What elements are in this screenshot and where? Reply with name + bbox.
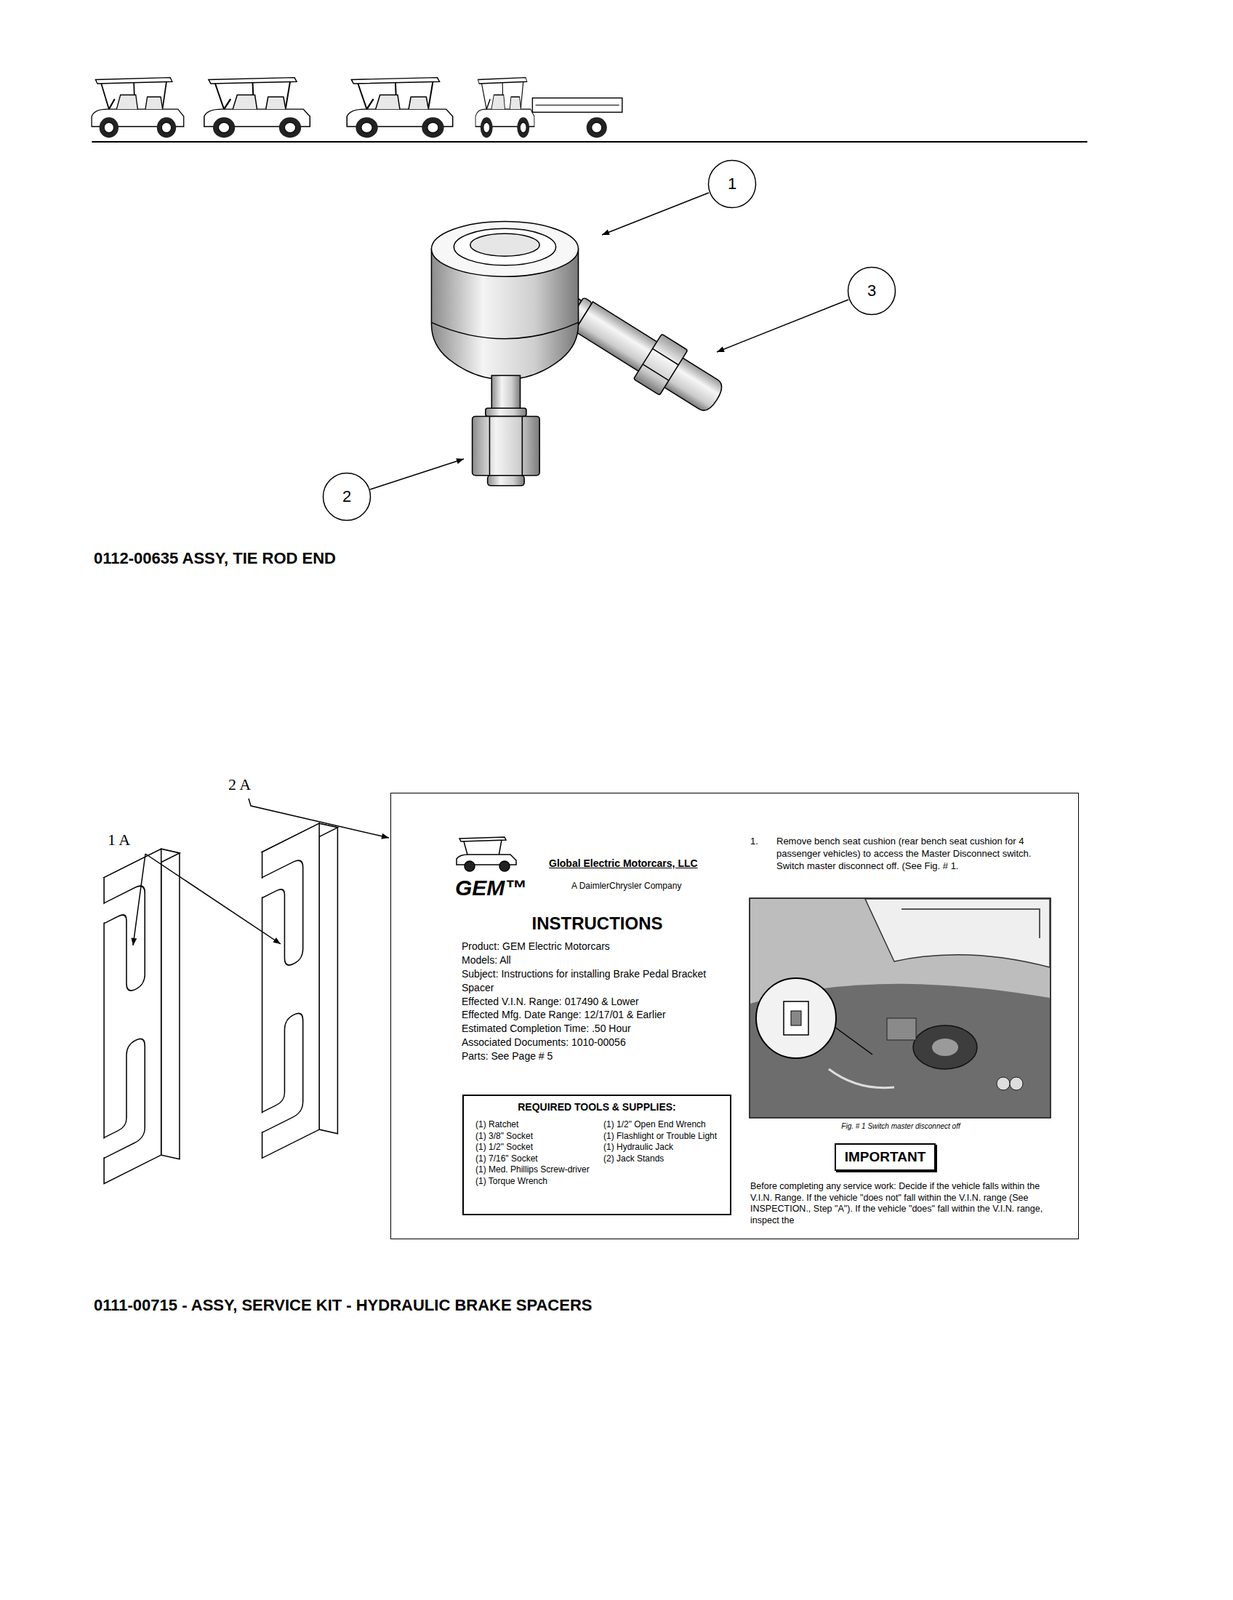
tool-item: (1) 1/2" Open End Wrench xyxy=(603,1118,725,1131)
tool-item: (1) 3/8" Socket xyxy=(475,1130,600,1143)
text-group: Fig. # 1 Switch master disconnect off xyxy=(750,1121,1052,1131)
tool-item: (1) Torque Wrench xyxy=(475,1175,600,1188)
part-caption: 0112-00635 ASSY, TIE ROD END xyxy=(93,548,336,568)
callout-circle: 3 xyxy=(846,266,897,316)
info-line: Associated Documents: 1010-00056 xyxy=(461,1035,738,1050)
step-text: Remove bench seat cushion (rear bench se… xyxy=(776,835,1052,873)
callout-circle: 2 xyxy=(322,471,372,522)
callout-number: 3 xyxy=(867,281,877,301)
text-group: Remove bench seat cushion (rear bench se… xyxy=(776,835,1052,873)
scaled-art xyxy=(91,77,1087,1185)
text-group: 3 xyxy=(846,266,897,316)
text-group: Product: GEM Electric MotorcarsModels: A… xyxy=(461,939,738,1063)
text-group: 1 xyxy=(707,159,757,209)
tool-item: (2) Jack Stands xyxy=(603,1153,725,1165)
photo xyxy=(749,897,1051,1118)
text-group: Global Electric Motorcars, LLC xyxy=(548,857,746,870)
logo-text: GEM™ xyxy=(455,874,565,901)
company-tagline: A DaimlerChrysler Company xyxy=(571,880,739,891)
info-line: Models: All xyxy=(461,953,738,967)
figure-caption: Fig. # 1 Switch master disconnect off xyxy=(750,1121,1052,1131)
note-text: Before completing any service work: Deci… xyxy=(750,1180,1052,1227)
text-group: (1) Ratchet(1) 3/8" Socket(1) 1/2" Socke… xyxy=(475,1118,600,1188)
text-group: REQUIRED TOOLS & SUPPLIES: xyxy=(468,1100,726,1114)
text-group: Before completing any service work: Deci… xyxy=(750,1180,1052,1227)
tool-item: (1) 7/16" Socket xyxy=(475,1153,600,1165)
info-line: Effected Mfg. Date Range: 12/17/01 & Ear… xyxy=(461,1007,738,1022)
part-caption: 0111-00715 - ASSY, SERVICE KIT - HYDRAUL… xyxy=(93,1295,592,1315)
logo xyxy=(456,836,517,871)
important-box: IMPORTANT xyxy=(834,1142,936,1171)
text-group: 1. xyxy=(750,835,775,848)
leader-lines xyxy=(133,192,849,946)
tool-item: (1) Hydraulic Jack xyxy=(603,1141,725,1154)
company-name: Global Electric Motorcars, LLC xyxy=(548,857,746,870)
callout-label: 2 A xyxy=(228,774,251,794)
instruction-sheet: Global Electric Motorcars, LLC GEM™ A Daim… xyxy=(390,792,1079,1239)
info-line: Subject: Instructions for installing Bra… xyxy=(461,966,738,995)
tool-item: (1) Med. Phillips Screw-driver xyxy=(475,1163,600,1176)
tool-item: (1) Ratchet xyxy=(475,1118,600,1131)
box-heading: REQUIRED TOOLS & SUPPLIES: xyxy=(468,1100,726,1114)
info-line: Product: GEM Electric Motorcars xyxy=(461,939,738,954)
label-wrap: 0112-00635 ASSY, TIE ROD END xyxy=(93,548,336,568)
info-line: Effected V.I.N. Range: 017490 & Lower xyxy=(461,994,738,1009)
callout-number: 2 xyxy=(342,487,352,506)
callout-label: 1 A xyxy=(107,830,131,850)
important-heading: IMPORTANT xyxy=(844,1148,927,1166)
label-wrap: 2 A xyxy=(228,774,251,794)
step-number: 1. xyxy=(750,835,775,848)
tool-item: (1) 1/2" Socket xyxy=(475,1141,600,1154)
tools-box: REQUIRED TOOLS & SUPPLIES:(1) Ratchet(1)… xyxy=(462,1094,732,1215)
text-group: A DaimlerChrysler Company xyxy=(571,880,739,891)
text-group: 2 xyxy=(322,471,372,522)
text-group: (1) 1/2" Open End Wrench(1) Flashlight o… xyxy=(603,1118,725,1164)
sheet-heading: INSTRUCTIONS xyxy=(461,913,733,935)
text-group: IMPORTANT xyxy=(836,1144,935,1170)
callout-circle: 1 xyxy=(707,159,757,209)
info-line: Parts: See Page # 5 xyxy=(461,1049,738,1063)
text-group: INSTRUCTIONS xyxy=(461,913,733,935)
callout-number: 1 xyxy=(727,174,737,194)
tool-item: (1) Flashlight or Trouble Light xyxy=(603,1130,725,1143)
label-wrap: 1 A xyxy=(107,830,131,850)
info-line: Estimated Completion Time: .50 Hour xyxy=(461,1021,738,1036)
label-wrap: 0111-00715 - ASSY, SERVICE KIT - HYDRAUL… xyxy=(93,1295,592,1315)
text-group: GEM™ xyxy=(455,874,565,901)
